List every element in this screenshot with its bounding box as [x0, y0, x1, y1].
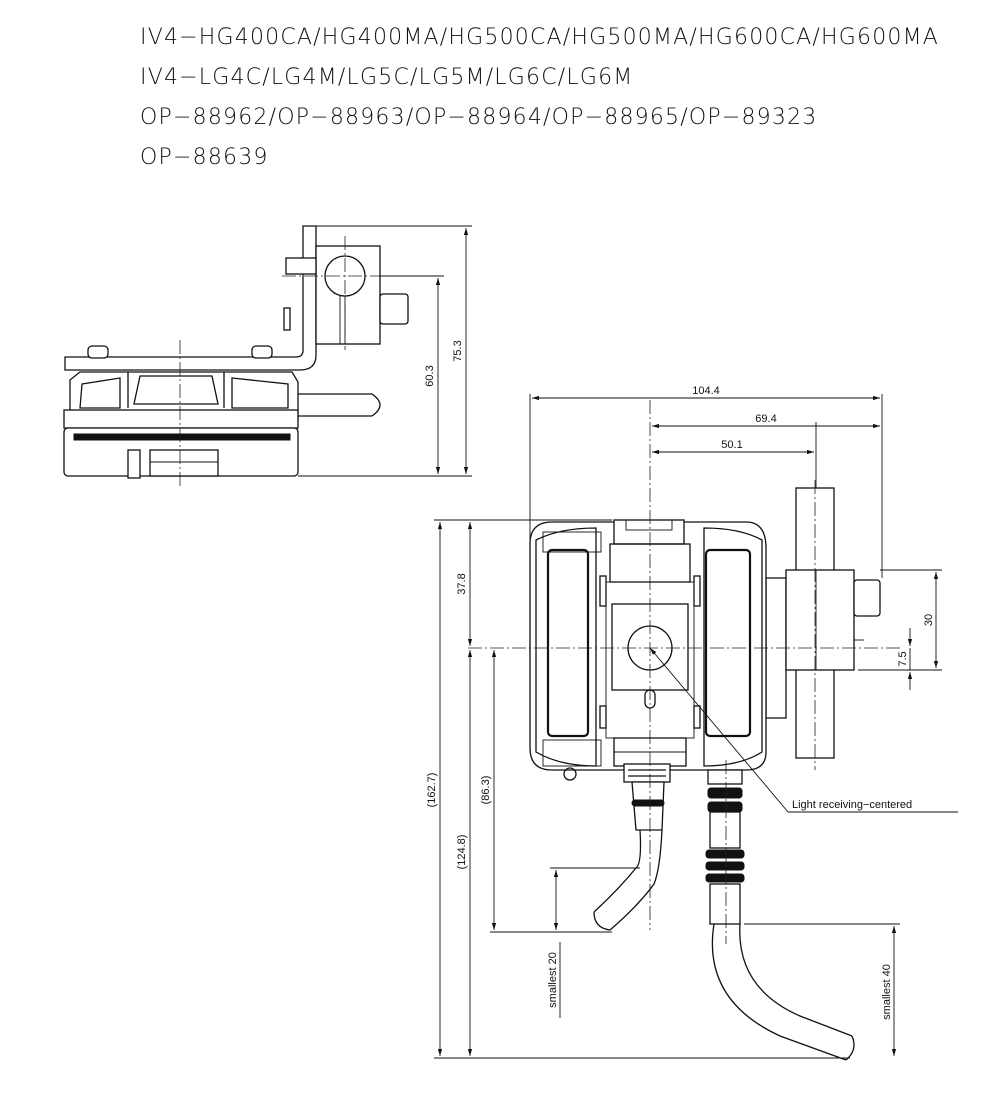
front-left-cable: [593, 829, 663, 931]
front-bracket-nub: [853, 579, 881, 617]
dim-label-162-7: (162.7): [426, 773, 438, 808]
front-bracket-block: [785, 569, 855, 671]
dim-label-bend-40: smallest 40: [881, 964, 893, 1020]
dim-label-bend-20: smallest 20: [547, 952, 559, 1008]
side-front-window: [73, 433, 291, 441]
dim-label-50-1: 50.1: [721, 439, 742, 451]
side-sensor-lip: [63, 409, 299, 429]
model-line-2: IV4−LG4C/LG4M/LG5C/LG5M/LG6C/LG6M: [140, 65, 633, 90]
side-connector-nub: [379, 293, 409, 325]
dim-label-69-4: 69.4: [755, 413, 776, 425]
front-right-connector-top: [707, 769, 743, 785]
dim-label-60-3: 60.3: [424, 365, 436, 386]
dim-label-7-5: 7.5: [897, 651, 909, 666]
front-top-tab: [613, 519, 685, 545]
side-screw-right: [251, 345, 273, 359]
callout-light-receiving: Light receiving−centered: [792, 799, 912, 811]
dim-label-37-8: 37.8: [456, 573, 468, 594]
front-view: 104.4 69.4 50.1 (162.7) 37.8 (124.8) (86…: [426, 385, 958, 1061]
side-view: 75.3 60.3: [63, 225, 472, 486]
side-connector-block: [149, 449, 219, 477]
side-screw-left: [87, 345, 109, 359]
model-line-1: IV4−HG400CA/HG400MA/HG500CA/HG500MA/HG60…: [140, 25, 939, 50]
model-line-3: OP−88962/OP−88963/OP−88964/OP−88965/OP−8…: [140, 105, 817, 130]
dim-label-86-3: (86.3): [480, 776, 492, 805]
dim-label-30: 30: [923, 614, 935, 626]
front-right-panel: [703, 527, 763, 767]
model-list-header: IV4−HG400CA/HG400MA/HG500CA/HG500MA/HG60…: [140, 25, 939, 170]
dim-label-124-8: (124.8): [456, 835, 468, 870]
side-cable: [298, 393, 372, 417]
model-line-4: OP−88639: [140, 145, 269, 170]
side-mount-block: [315, 245, 381, 345]
front-right-cable: [711, 923, 853, 1061]
side-bracket-plate: [64, 225, 317, 371]
side-clamp: [285, 257, 317, 275]
callout-leader: [649, 647, 789, 813]
dim-label-75-3: 75.3: [452, 340, 464, 361]
dim-label-104-4: 104.4: [692, 385, 720, 397]
front-left-connector-nut: [623, 763, 671, 783]
